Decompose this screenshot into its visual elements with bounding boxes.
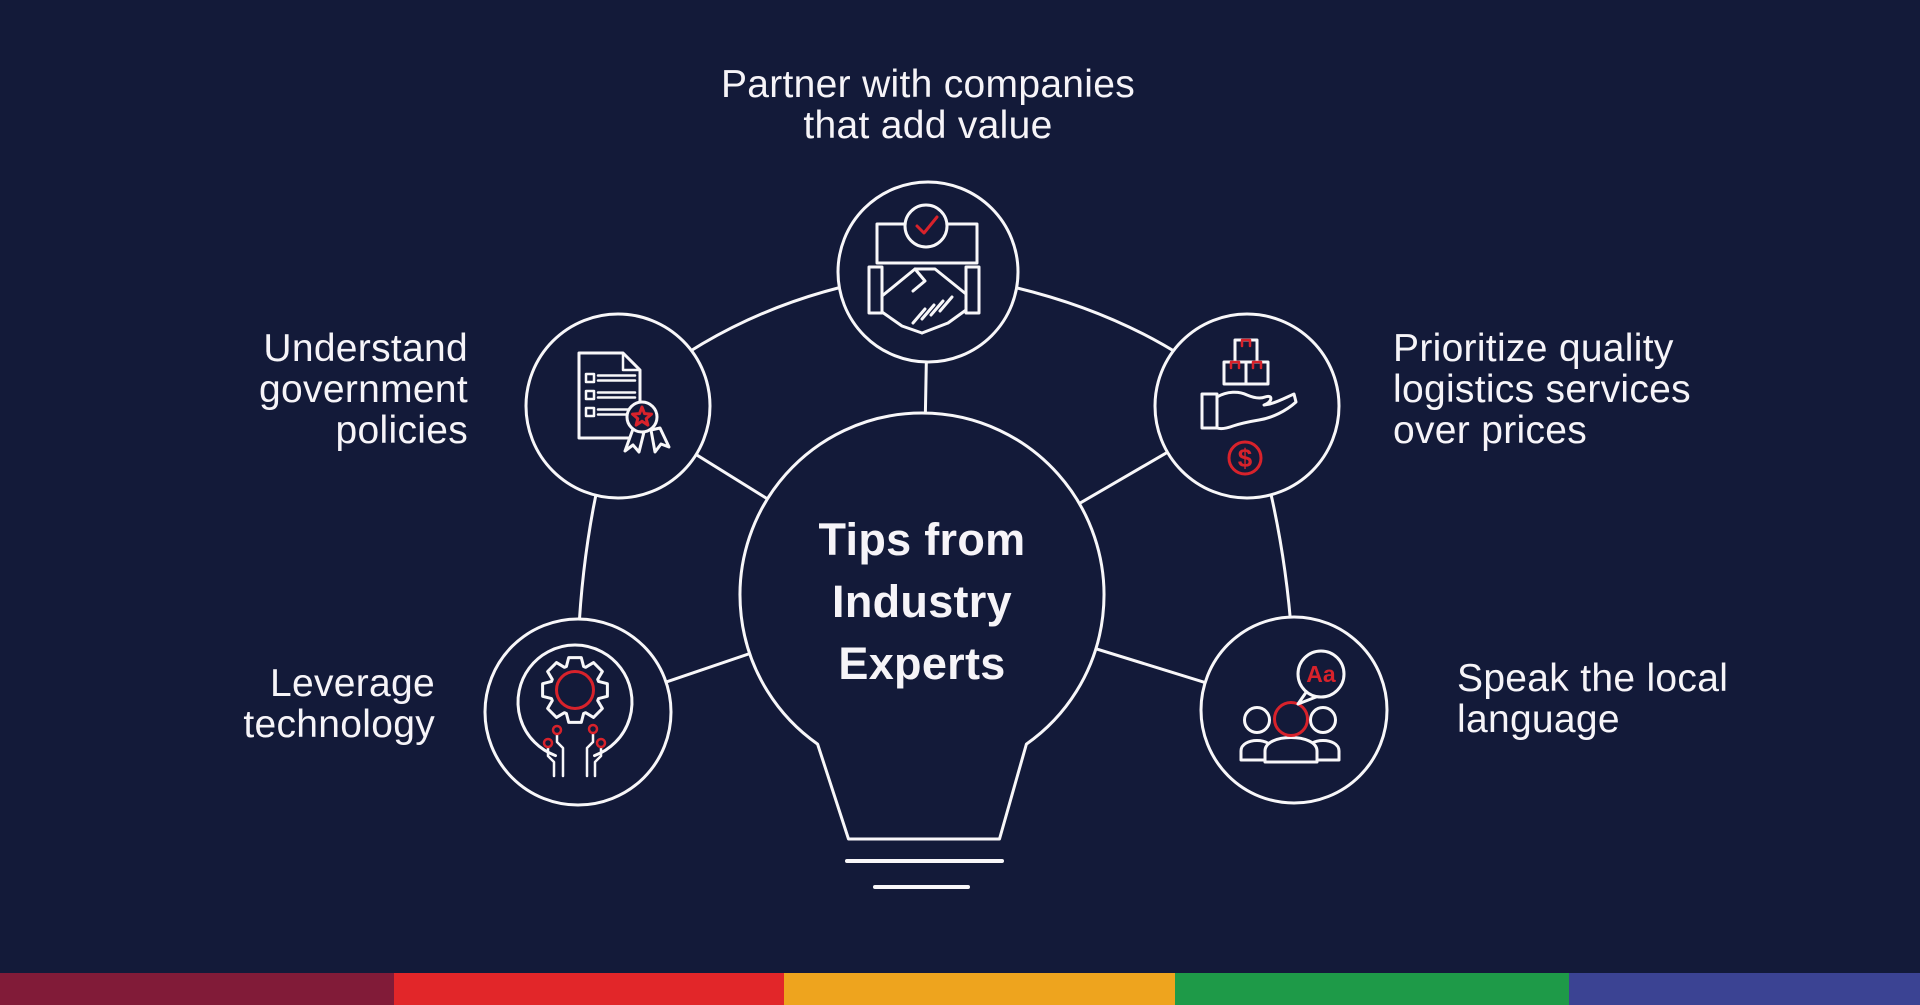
center-title-line2: Industry (832, 576, 1012, 627)
circuit-node-3 (542, 737, 554, 749)
label-policies-line2: government (259, 368, 468, 411)
handshake-fingers (911, 295, 954, 325)
label-logistics-line1: Prioritize quality (1393, 327, 1674, 370)
label-partner: Partner with companies that add value (378, 64, 1478, 146)
handshake-bottom-right (920, 308, 968, 335)
label-language: Speak the local language (1457, 658, 1728, 740)
checkbox-2 (584, 389, 596, 401)
dollar-symbol: $ (1238, 443, 1253, 473)
circuit-node-4 (595, 737, 607, 749)
gear-circuit-icon (516, 643, 634, 778)
label-partner-line2: that add value (803, 104, 1053, 147)
person-center-head-red (1273, 701, 1309, 737)
center-title-line3: Experts (838, 638, 1006, 689)
award-star-icon (631, 405, 653, 427)
label-language-line1: Speak the local (1457, 657, 1729, 700)
document-fold-corner (621, 351, 642, 372)
ribbon-right-tail (649, 426, 671, 454)
person-left-head (1243, 706, 1271, 734)
circuit-trace-2 (555, 733, 565, 778)
node-circle-technology (483, 617, 673, 807)
stripe-segment-green (1175, 973, 1569, 1005)
document-text-lines (596, 374, 637, 416)
stripe-segment-blue (1569, 973, 1920, 1005)
language-aa-symbol: Aa (1306, 661, 1336, 687)
person-right-head (1309, 706, 1337, 734)
open-hand (1215, 390, 1298, 431)
hand-cuff (1200, 392, 1219, 430)
circuit-node-1 (551, 724, 563, 736)
stripe-segment-red (394, 973, 784, 1005)
center-title-line1: Tips from (818, 514, 1026, 565)
node-circle-policies (524, 312, 712, 500)
dollar-coin-circle (1227, 440, 1263, 476)
right-cuff (964, 265, 981, 315)
label-logistics-line2: logistics services (1393, 368, 1691, 411)
label-logistics-line3: over prices (1393, 409, 1588, 452)
check-circle (903, 203, 949, 249)
checkbox-3 (584, 406, 596, 418)
handshake-top-contour (880, 267, 968, 298)
label-technology: Leverage technology (243, 663, 435, 745)
boxes-hand-dollar-icon: $ (1200, 338, 1298, 476)
label-policies-line3: policies (335, 409, 468, 452)
node-circle-logistics (1153, 312, 1341, 500)
label-technology-line1: Leverage (269, 662, 435, 705)
box-tape-top (1240, 338, 1252, 348)
gear-center-red-circle (555, 670, 595, 710)
label-logistics: Prioritize quality logistics services ov… (1393, 328, 1691, 451)
label-language-line2: language (1457, 698, 1620, 741)
label-technology-line2: technology (243, 703, 435, 746)
check-icon (915, 215, 939, 235)
label-policies: Understand government policies (259, 328, 468, 451)
label-policies-line1: Understand (263, 327, 468, 370)
circuit-trace-3 (585, 732, 595, 778)
award-seal-circle (625, 400, 659, 434)
label-partner-line1: Partner with companies (720, 63, 1136, 106)
handshake-contract-icon (867, 203, 981, 335)
lightbulb-outline (738, 411, 1106, 841)
node-circle-partner (836, 180, 1020, 364)
stripe-segment-crimson (0, 973, 394, 1005)
circuit-trace-1 (546, 746, 556, 778)
circuit-node-2 (587, 723, 599, 735)
center-title: Tips from Industry Experts (672, 509, 1172, 695)
stripe-segment-amber (784, 973, 1175, 1005)
gear-enclosing-arc (516, 643, 634, 758)
box-tape-left (1229, 360, 1241, 370)
people-speech-icon: Aa (1239, 649, 1346, 764)
person-center-body (1263, 736, 1319, 764)
bottom-color-stripe (0, 973, 1920, 1005)
speech-bubble (1296, 649, 1346, 699)
certificate-document-icon (577, 351, 671, 454)
checkbox-1 (584, 372, 596, 384)
gear-icon (541, 656, 609, 724)
handshake-thumb (911, 267, 927, 293)
left-cuff (867, 265, 884, 315)
box-tape-right (1251, 360, 1263, 370)
handshake-bottom-left (880, 310, 924, 335)
circuit-trace-4 (593, 746, 603, 778)
